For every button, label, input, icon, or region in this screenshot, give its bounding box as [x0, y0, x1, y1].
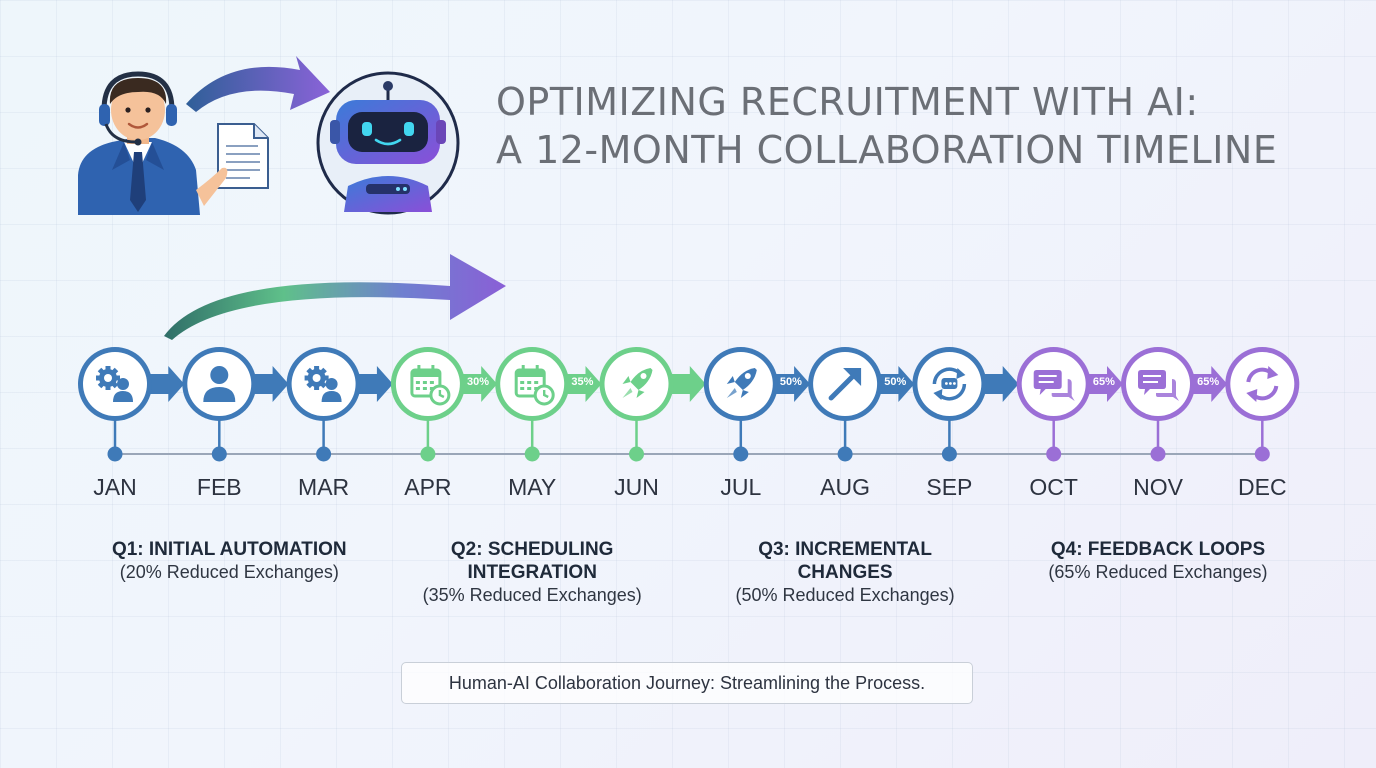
- title-line-2: A 12-MONTH COLLABORATION TIMELINE: [496, 128, 1278, 172]
- month-label-jun: JUN: [614, 474, 659, 500]
- quarter-title: Q3: INCREMENTAL CHANGES: [758, 539, 932, 583]
- connector-arrow-icon: [462, 366, 498, 402]
- quarter-subtitle: (50% Reduced Exchanges): [735, 585, 955, 605]
- title-line-1: OPTIMIZING RECRUITMENT WITH AI:: [496, 80, 1199, 124]
- quarter-summary-q2: Q2: SCHEDULING INTEGRATION(35% Reduced E…: [422, 538, 642, 607]
- month-dot: [1254, 446, 1270, 462]
- recruiter-illustration: [78, 71, 269, 215]
- robot-icon: [316, 71, 460, 215]
- gears-user-icon: [96, 366, 133, 402]
- quarter-title: Q1: INITIAL AUTOMATION: [111, 539, 347, 560]
- month-label-nov: NOV: [1133, 474, 1183, 500]
- month-dot: [316, 446, 332, 462]
- month-dot: [733, 446, 749, 462]
- connector-arrow-icon: [1193, 366, 1228, 402]
- connector-percent-label: 35%: [571, 376, 594, 388]
- quarter-summary-q3: Q3: INCREMENTAL CHANGES(50% Reduced Exch…: [715, 538, 975, 607]
- month-label-sep: SEP: [926, 474, 973, 500]
- connector-arrow-icon: [1088, 366, 1123, 402]
- connector-percent-label: 50%: [884, 376, 907, 388]
- connector-percent-label: 65%: [1197, 376, 1220, 388]
- month-label-apr: APR: [404, 474, 452, 500]
- rocket-icon: [726, 368, 757, 398]
- month-label-mar: MAR: [298, 474, 350, 500]
- refresh-icon: [1246, 366, 1279, 402]
- month-dot: [211, 446, 227, 462]
- connector-arrow-icon: [567, 366, 602, 402]
- month-dot: [420, 446, 436, 462]
- quarter-summary-q1: Q1: INITIAL AUTOMATION(20% Reduced Excha…: [89, 538, 369, 584]
- calendar-clock-icon: [410, 365, 451, 406]
- gears-user-icon: [304, 366, 342, 402]
- progress-arrow-icon: [164, 254, 506, 340]
- connector-arrow-icon: [358, 366, 393, 402]
- month-label-oct: OCT: [1029, 474, 1078, 500]
- month-dot: [629, 446, 644, 462]
- month-dot: [837, 446, 853, 462]
- month-dot: [941, 446, 957, 462]
- connector-percent-label: 30%: [467, 376, 490, 388]
- month-dot: [1046, 446, 1062, 462]
- month-label-jul: JUL: [720, 474, 762, 500]
- quarter-summary-q4: Q4: FEEDBACK LOOPS(65% Reduced Exchanges…: [1018, 538, 1298, 584]
- month-dot: [524, 446, 540, 462]
- chat-bubbles-icon: [1033, 370, 1075, 401]
- month-dot: [107, 446, 123, 462]
- quarter-subtitle: (35% Reduced Exchanges): [422, 585, 642, 605]
- connector-arrow-icon: [254, 366, 289, 402]
- refresh-chat-icon: [932, 367, 967, 401]
- month-dot: [1150, 446, 1166, 462]
- month-label-may: MAY: [508, 474, 557, 500]
- calendar-clock-icon: [514, 365, 555, 406]
- connector-percent-label: 50%: [779, 376, 802, 388]
- quarter-subtitle: (65% Reduced Exchanges): [1048, 562, 1268, 582]
- timeline-track: [78, 347, 1300, 462]
- document-icon: [217, 123, 269, 189]
- month-label-aug: AUG: [820, 474, 871, 500]
- month-label-dec: DEC: [1238, 474, 1287, 500]
- chat-bubbles-icon: [1138, 370, 1179, 401]
- trend-arrow-icon: [828, 368, 862, 401]
- quarter-title: Q2: SCHEDULING INTEGRATION: [450, 539, 614, 583]
- quarter-title: Q4: FEEDBACK LOOPS: [1050, 539, 1266, 560]
- month-label-jan: JAN: [93, 474, 137, 500]
- connector-arrow-icon: [984, 366, 1019, 402]
- connector-arrow-icon: [775, 366, 811, 402]
- user-icon: [203, 366, 236, 402]
- handoff-arrow-icon: [186, 56, 330, 112]
- page-title: OPTIMIZING RECRUITMENT WITH AI: A 12-MON…: [496, 78, 1356, 174]
- connector-arrow-icon: [880, 366, 915, 402]
- rocket-icon: [622, 368, 653, 398]
- connector-percent-label: 65%: [1092, 376, 1115, 388]
- connector-arrow-icon: [671, 366, 706, 402]
- caption-box: Human-AI Collaboration Journey: Streamli…: [401, 662, 973, 704]
- quarter-subtitle: (20% Reduced Exchanges): [119, 562, 339, 582]
- month-label-feb: FEB: [196, 474, 242, 500]
- connector-arrow-icon: [150, 366, 185, 402]
